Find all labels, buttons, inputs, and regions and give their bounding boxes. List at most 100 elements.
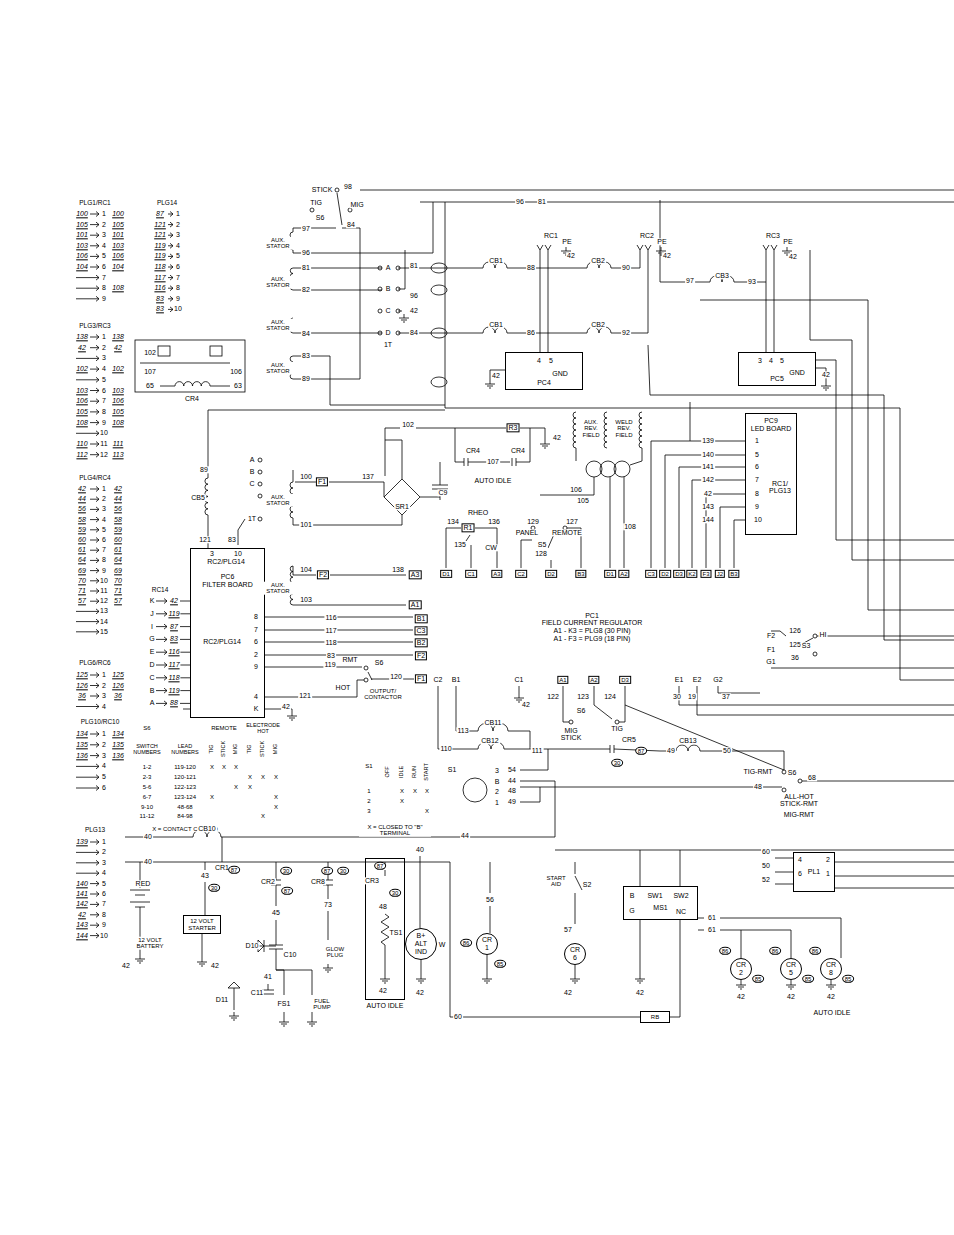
part-label: AUTO IDLE (813, 1009, 852, 1016)
plug-arrow (90, 267, 99, 268)
wire (276, 920, 277, 945)
part-label: STICK (260, 740, 266, 758)
node-text: FIELD CURRENT REGULATOR (542, 619, 643, 627)
part-label: B1 (451, 676, 462, 683)
wire (679, 467, 745, 568)
wire-number: 83 (227, 536, 237, 543)
contact-circle (335, 188, 339, 192)
wire-number: 101 (111, 232, 125, 239)
wire-number: 5 (175, 253, 181, 260)
wire-number: 140 (75, 880, 89, 887)
part-label: S6 (142, 725, 151, 731)
wire (835, 862, 954, 863)
plug-arrow (96, 764, 99, 769)
ground-symbol (487, 386, 493, 387)
plug-arrow (156, 626, 167, 627)
part-label: CR3 (364, 877, 380, 884)
wire-number: 3 (101, 355, 107, 362)
node-text: CR 8 (825, 961, 837, 976)
terminal-label: D1 (440, 570, 452, 578)
relay-pin-number: 30 (389, 889, 401, 897)
wire-number: 89 (199, 466, 209, 473)
wire-number: 126 (788, 627, 802, 634)
part-label: SW1 (646, 892, 663, 899)
relay-pin-number: 30 (611, 759, 623, 767)
wire-number: 1 (366, 788, 371, 794)
breaker-symbol (676, 745, 700, 751)
wire-number: 113 (111, 451, 124, 458)
contact-circle (364, 666, 368, 670)
plug-arrow (90, 214, 99, 215)
wire-number: 2 (175, 221, 181, 228)
wire-number: 139 (701, 437, 715, 444)
part-label: S6 (576, 707, 587, 714)
wire-number: 83 (301, 352, 311, 359)
plug-arrow (76, 631, 99, 632)
wire-number: 108 (111, 419, 125, 426)
terminal-label: R3 (507, 423, 520, 432)
part-label: GLOW PLUG (321, 946, 349, 959)
plug-arrow (96, 902, 99, 907)
ground-symbol (825, 390, 827, 391)
wire-number: 13 (99, 608, 109, 615)
plug-arrow (170, 233, 173, 238)
ground-symbol (327, 972, 329, 973)
plug-arrow (156, 639, 167, 640)
wire (276, 970, 312, 975)
wire-number: 5 (779, 357, 785, 364)
plug-arrow (170, 275, 173, 280)
wire-number: 83 (326, 652, 336, 659)
ground-symbol (328, 964, 329, 968)
wire (520, 787, 540, 802)
wire-number: 106 (111, 398, 125, 405)
wire-number: 117 (153, 274, 166, 281)
ground-symbol (401, 320, 407, 321)
terminal-label: A1 (409, 600, 422, 609)
wire (466, 535, 470, 541)
wire-number: 117 (324, 627, 337, 634)
part-label: C11 (250, 989, 264, 996)
part-label: CB1 (488, 321, 504, 328)
wire-number: 8 (101, 557, 107, 564)
wire (625, 705, 784, 770)
contact-circle (813, 634, 817, 638)
wire-number: 96 (409, 292, 419, 299)
wire (507, 333, 587, 334)
ground-symbol (826, 382, 827, 386)
relay-contact (512, 458, 513, 466)
plug-arrow (96, 507, 99, 512)
wire (385, 870, 386, 876)
wire (563, 686, 569, 722)
wire-number: 9 (754, 503, 760, 510)
plug-arrow (90, 401, 99, 402)
wire-number: 45 (271, 909, 281, 916)
part-label: C (384, 307, 391, 314)
ground-symbol (790, 989, 792, 990)
wire-number: 14 (99, 618, 109, 625)
wire-number: 6 (175, 263, 181, 270)
relay-pin-number: 85 (842, 975, 854, 983)
part-label: CR5 (621, 736, 637, 743)
wire-number: 5 (101, 880, 107, 887)
wire-number: 103 (75, 242, 89, 249)
contact-circle (258, 458, 262, 462)
ground-symbol (404, 314, 405, 318)
part-label: MIG (273, 743, 279, 755)
part-label: IDLE (399, 765, 405, 779)
wire (471, 545, 472, 568)
plug-arrow (96, 388, 99, 393)
ground-symbol (292, 712, 293, 716)
wire-number: 42 (113, 485, 123, 492)
plug-arrow (96, 753, 99, 758)
relay-pin-number: 87 (281, 887, 293, 895)
part-label: S1 (447, 766, 458, 773)
plug-arrow (96, 212, 99, 217)
key-switch (463, 778, 487, 802)
receptacle-pin (637, 245, 643, 250)
part-label: J (149, 610, 155, 617)
breaker-symbol (175, 382, 210, 386)
wire-number: 8 (101, 408, 107, 415)
part-label: CB2 (590, 321, 606, 328)
wire-number: 116 (167, 649, 180, 656)
wire-number: 9 (175, 295, 181, 302)
